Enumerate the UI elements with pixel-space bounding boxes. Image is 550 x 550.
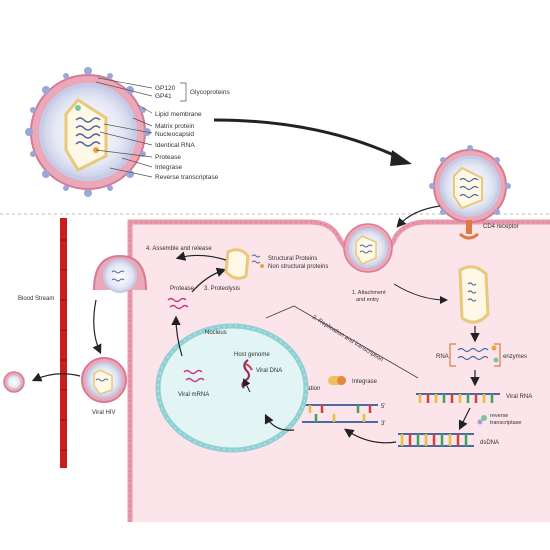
hiv-virion-legend [25,67,151,197]
label-nucleus: Nucleus [205,330,227,336]
legend-integrase: Integrase [155,164,182,171]
label-non-structural-proteins: Non structural proteins [268,264,328,270]
label-protease: Protease [170,286,195,292]
protease-strands [167,297,189,310]
label-reverse: reverse [490,413,508,419]
legend-glycoproteins: Glycoproteins [190,89,230,96]
legend-gp41: GP41 [155,93,172,100]
integration-dna [302,404,378,423]
viral-mrna [183,369,205,383]
label-rna: RNA [436,354,449,360]
budding-virion [93,254,147,293]
legend-protease: Protease [155,154,181,161]
label-3prime-bottom: 3' [381,421,385,427]
label-structural-proteins: Structural Proteins [268,256,317,262]
virion-in-bloodstream [3,371,25,393]
label-proteolysis: 3. Proteolysis [204,286,240,292]
blood-vessel [60,218,67,468]
rna-enzymes-box [449,343,501,367]
label-viral-mrna: Viral mRNA [178,392,209,398]
label-viral-rna: Viral RNA [506,394,532,400]
released-virion [81,357,127,403]
label-enzymes: enzymes [503,354,527,360]
hiv-virion-attached [343,223,393,273]
capsid-uncoated [458,265,490,324]
label-cd4-receptor: CD4 receptor [483,224,519,230]
label-attachment-1: 1. Attachment [352,290,386,296]
legend-nucleocapsid: Nucleocapsid [155,131,194,138]
label-integrase: Integrase [352,379,378,385]
host-genome-coil [241,359,251,389]
label-dsdna: dsDNA [480,440,499,446]
label-host-genome: Host genome [234,352,270,358]
hiv-virion-approach [429,145,511,223]
legend-gp120: GP120 [155,85,176,92]
label-viral-dna: Viral DNA [256,368,282,374]
label-transcriptase: transcriptase [490,420,522,426]
structural-proteins-capsid [224,248,264,280]
dsdna-strand [398,433,474,447]
label-viral-hiv: Viral HIV [92,410,116,416]
label-assemble-release: 4. Assemble and release [146,246,212,252]
label-5prime-top: 5' [381,404,385,410]
viral-rna-strand [416,393,500,403]
integrase-capsule [328,376,346,385]
legend-matrix-protein: Matrix protein [155,123,195,130]
label-blood-stream: Blood Stream [18,296,54,302]
label-attachment-2: and entry [356,297,379,303]
legend-identical-rna: Identical RNA [155,142,195,149]
cd4-receptor [459,220,479,240]
nucleus [155,323,309,453]
legend-reverse-transcriptase: Reverse transcriptase [155,174,219,181]
legend-lipid-membrane: Lipid membrane [155,111,202,118]
entry-arrow [213,118,401,160]
replication-bracket [265,305,419,379]
